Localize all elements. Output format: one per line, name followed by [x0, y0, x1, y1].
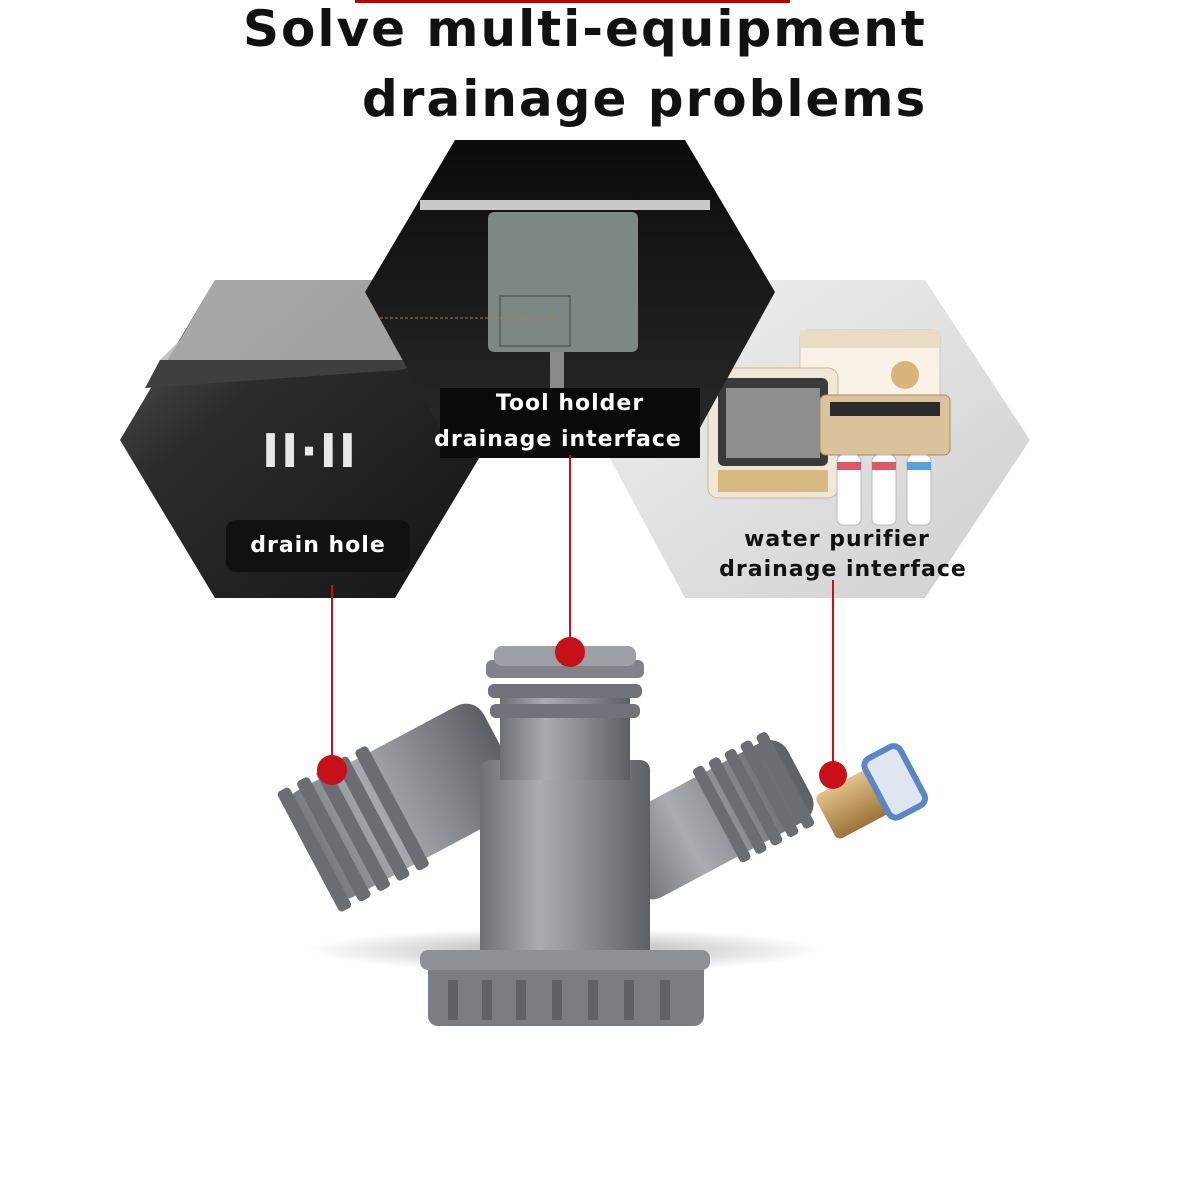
drain-hole-label-bg	[226, 520, 410, 572]
top-accent-bar	[355, 0, 790, 3]
sink-engraving: II·II	[262, 424, 358, 478]
drain-hole-label: drain hole	[250, 533, 386, 558]
tool-holder-hexagon	[365, 140, 775, 458]
callout-drain-hole	[317, 585, 347, 785]
callout-tool-holder	[555, 455, 585, 667]
y-connector-fitting	[277, 646, 929, 1026]
headline-line-2: drainage problems	[362, 70, 928, 128]
tool-holder-label-line-2: drainage interface	[434, 427, 682, 452]
tool-holder-label-line-1: Tool holder	[495, 391, 645, 416]
callout-purifier	[819, 580, 847, 789]
purifier-label-line-1: water purifier	[744, 527, 930, 552]
purifier-label-line-2: drainage interface	[719, 557, 967, 582]
tool-holder-label-bg	[440, 388, 700, 458]
headline-line-1: Solve multi-equipment	[243, 0, 927, 58]
